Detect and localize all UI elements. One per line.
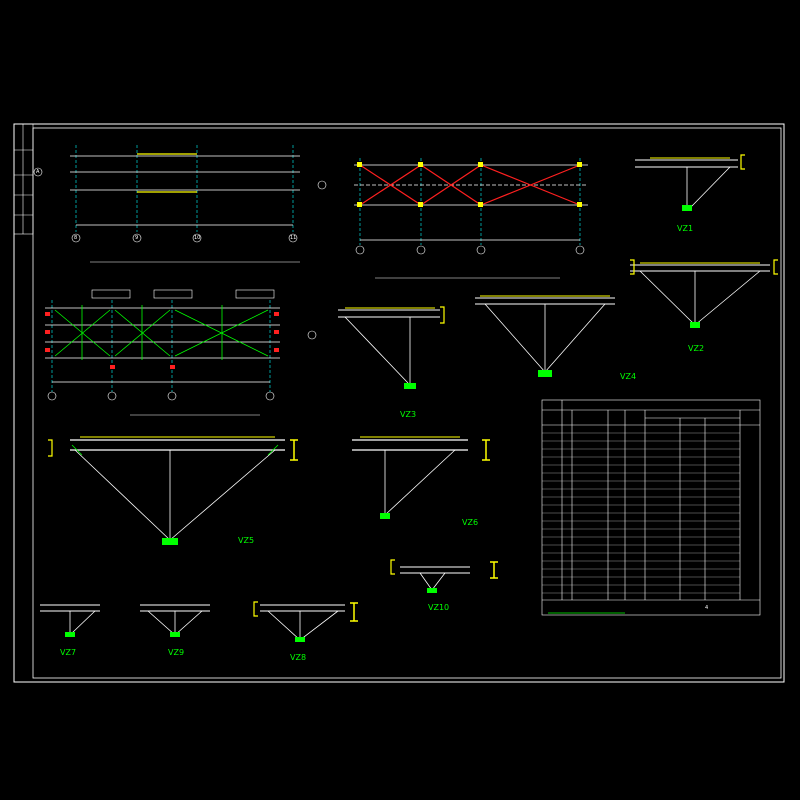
detail-vz5	[48, 436, 298, 545]
inner-frame	[32, 127, 782, 679]
label-vz3: VZ3	[400, 410, 417, 419]
detail-vz8	[253, 601, 358, 642]
detail-vz6	[352, 436, 490, 519]
axis-marker-11: 11	[290, 235, 297, 241]
label-vz9: VZ9	[168, 648, 185, 657]
elevation-grid	[45, 289, 317, 416]
outer-frame	[13, 123, 785, 683]
detail-vz4	[475, 295, 615, 377]
table-footer: 4	[705, 605, 709, 611]
axis-marker-a: A	[36, 169, 40, 175]
label-vz7: VZ7	[60, 648, 77, 657]
roof-bracing-plan	[317, 158, 588, 279]
material-table-rows	[542, 432, 740, 594]
axis-marker-8: 8	[74, 235, 78, 241]
detail-vz3	[338, 306, 445, 389]
material-table	[541, 399, 761, 616]
label-vz1: VZ1	[677, 224, 694, 233]
axis-marker-10: 10	[194, 235, 201, 241]
column-bracing-plan	[33, 145, 300, 263]
label-vz8: VZ8	[290, 653, 307, 662]
label-vz2: VZ2	[688, 344, 705, 353]
detail-vz10	[390, 559, 498, 593]
detail-vz2	[630, 259, 778, 328]
detail-vz9	[140, 604, 210, 637]
label-vz5: VZ5	[238, 536, 255, 545]
side-title-strip	[13, 123, 34, 235]
label-vz4: VZ4	[620, 372, 637, 381]
detail-vz1	[635, 154, 745, 211]
axis-marker-9: 9	[135, 235, 139, 241]
label-vz10: VZ10	[428, 603, 450, 612]
label-vz6: VZ6	[462, 518, 479, 527]
detail-vz7	[40, 604, 100, 637]
